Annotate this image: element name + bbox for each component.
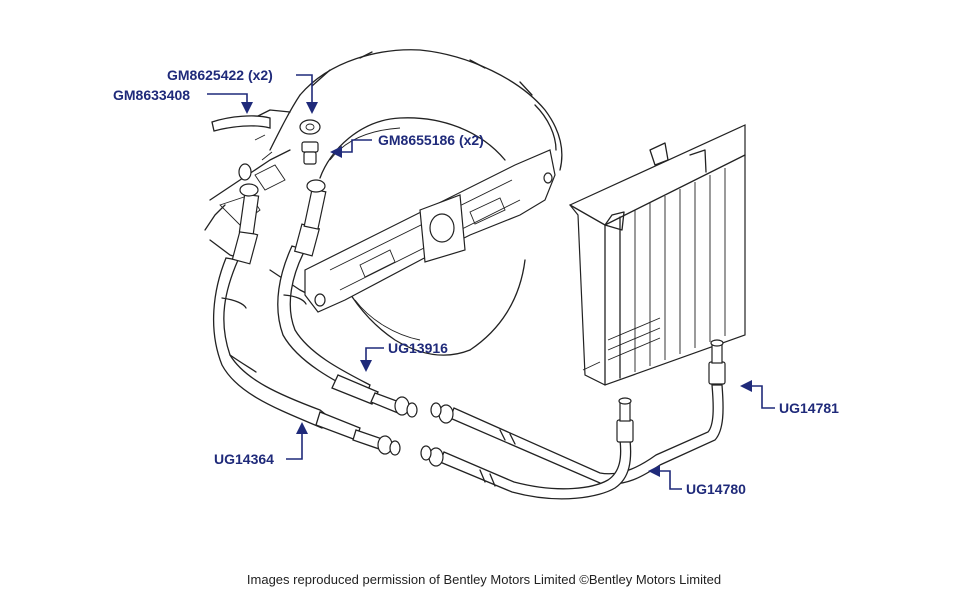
arrow-down-icon [241, 102, 253, 114]
arrow-down-icon [360, 360, 372, 372]
arrow-down-icon [306, 102, 318, 114]
arrow-left-icon [740, 380, 752, 392]
label-gm8625422: GM8625422 (x2) [167, 67, 273, 83]
cooler-pipes-drawing [420, 339, 726, 500]
label-ug14780: UG14780 [686, 481, 746, 497]
hose-ug13916-drawing [277, 179, 418, 418]
callout-gm8633408: GM8633408 [113, 87, 253, 114]
label-gm8655186: GM8655186 (x2) [378, 132, 484, 148]
callout-ug14781: UG14781 [740, 380, 839, 416]
callout-ug13916: UG13916 [360, 340, 448, 372]
label-ug13916: UG13916 [388, 340, 448, 356]
label-ug14364: UG14364 [214, 451, 274, 467]
hose-ug14364-drawing [213, 163, 401, 456]
arrow-left-icon [330, 146, 342, 158]
label-gm8633408: GM8633408 [113, 87, 190, 103]
arrow-up-icon [296, 422, 308, 434]
callout-gm8655186: GM8655186 (x2) [330, 132, 484, 158]
support-bracket-drawing [304, 149, 556, 313]
arrow-left-icon [648, 465, 660, 477]
callout-gm8625422: GM8625422 (x2) [167, 67, 318, 114]
oil-cooler-drawing [569, 124, 746, 386]
callout-ug14364: UG14364 [214, 422, 308, 467]
copyright-caption: Images reproduced permission of Bentley … [246, 572, 722, 587]
label-ug14781: UG14781 [779, 400, 839, 416]
callout-ug14780: UG14780 [648, 465, 746, 497]
small-components-drawing [211, 115, 321, 165]
